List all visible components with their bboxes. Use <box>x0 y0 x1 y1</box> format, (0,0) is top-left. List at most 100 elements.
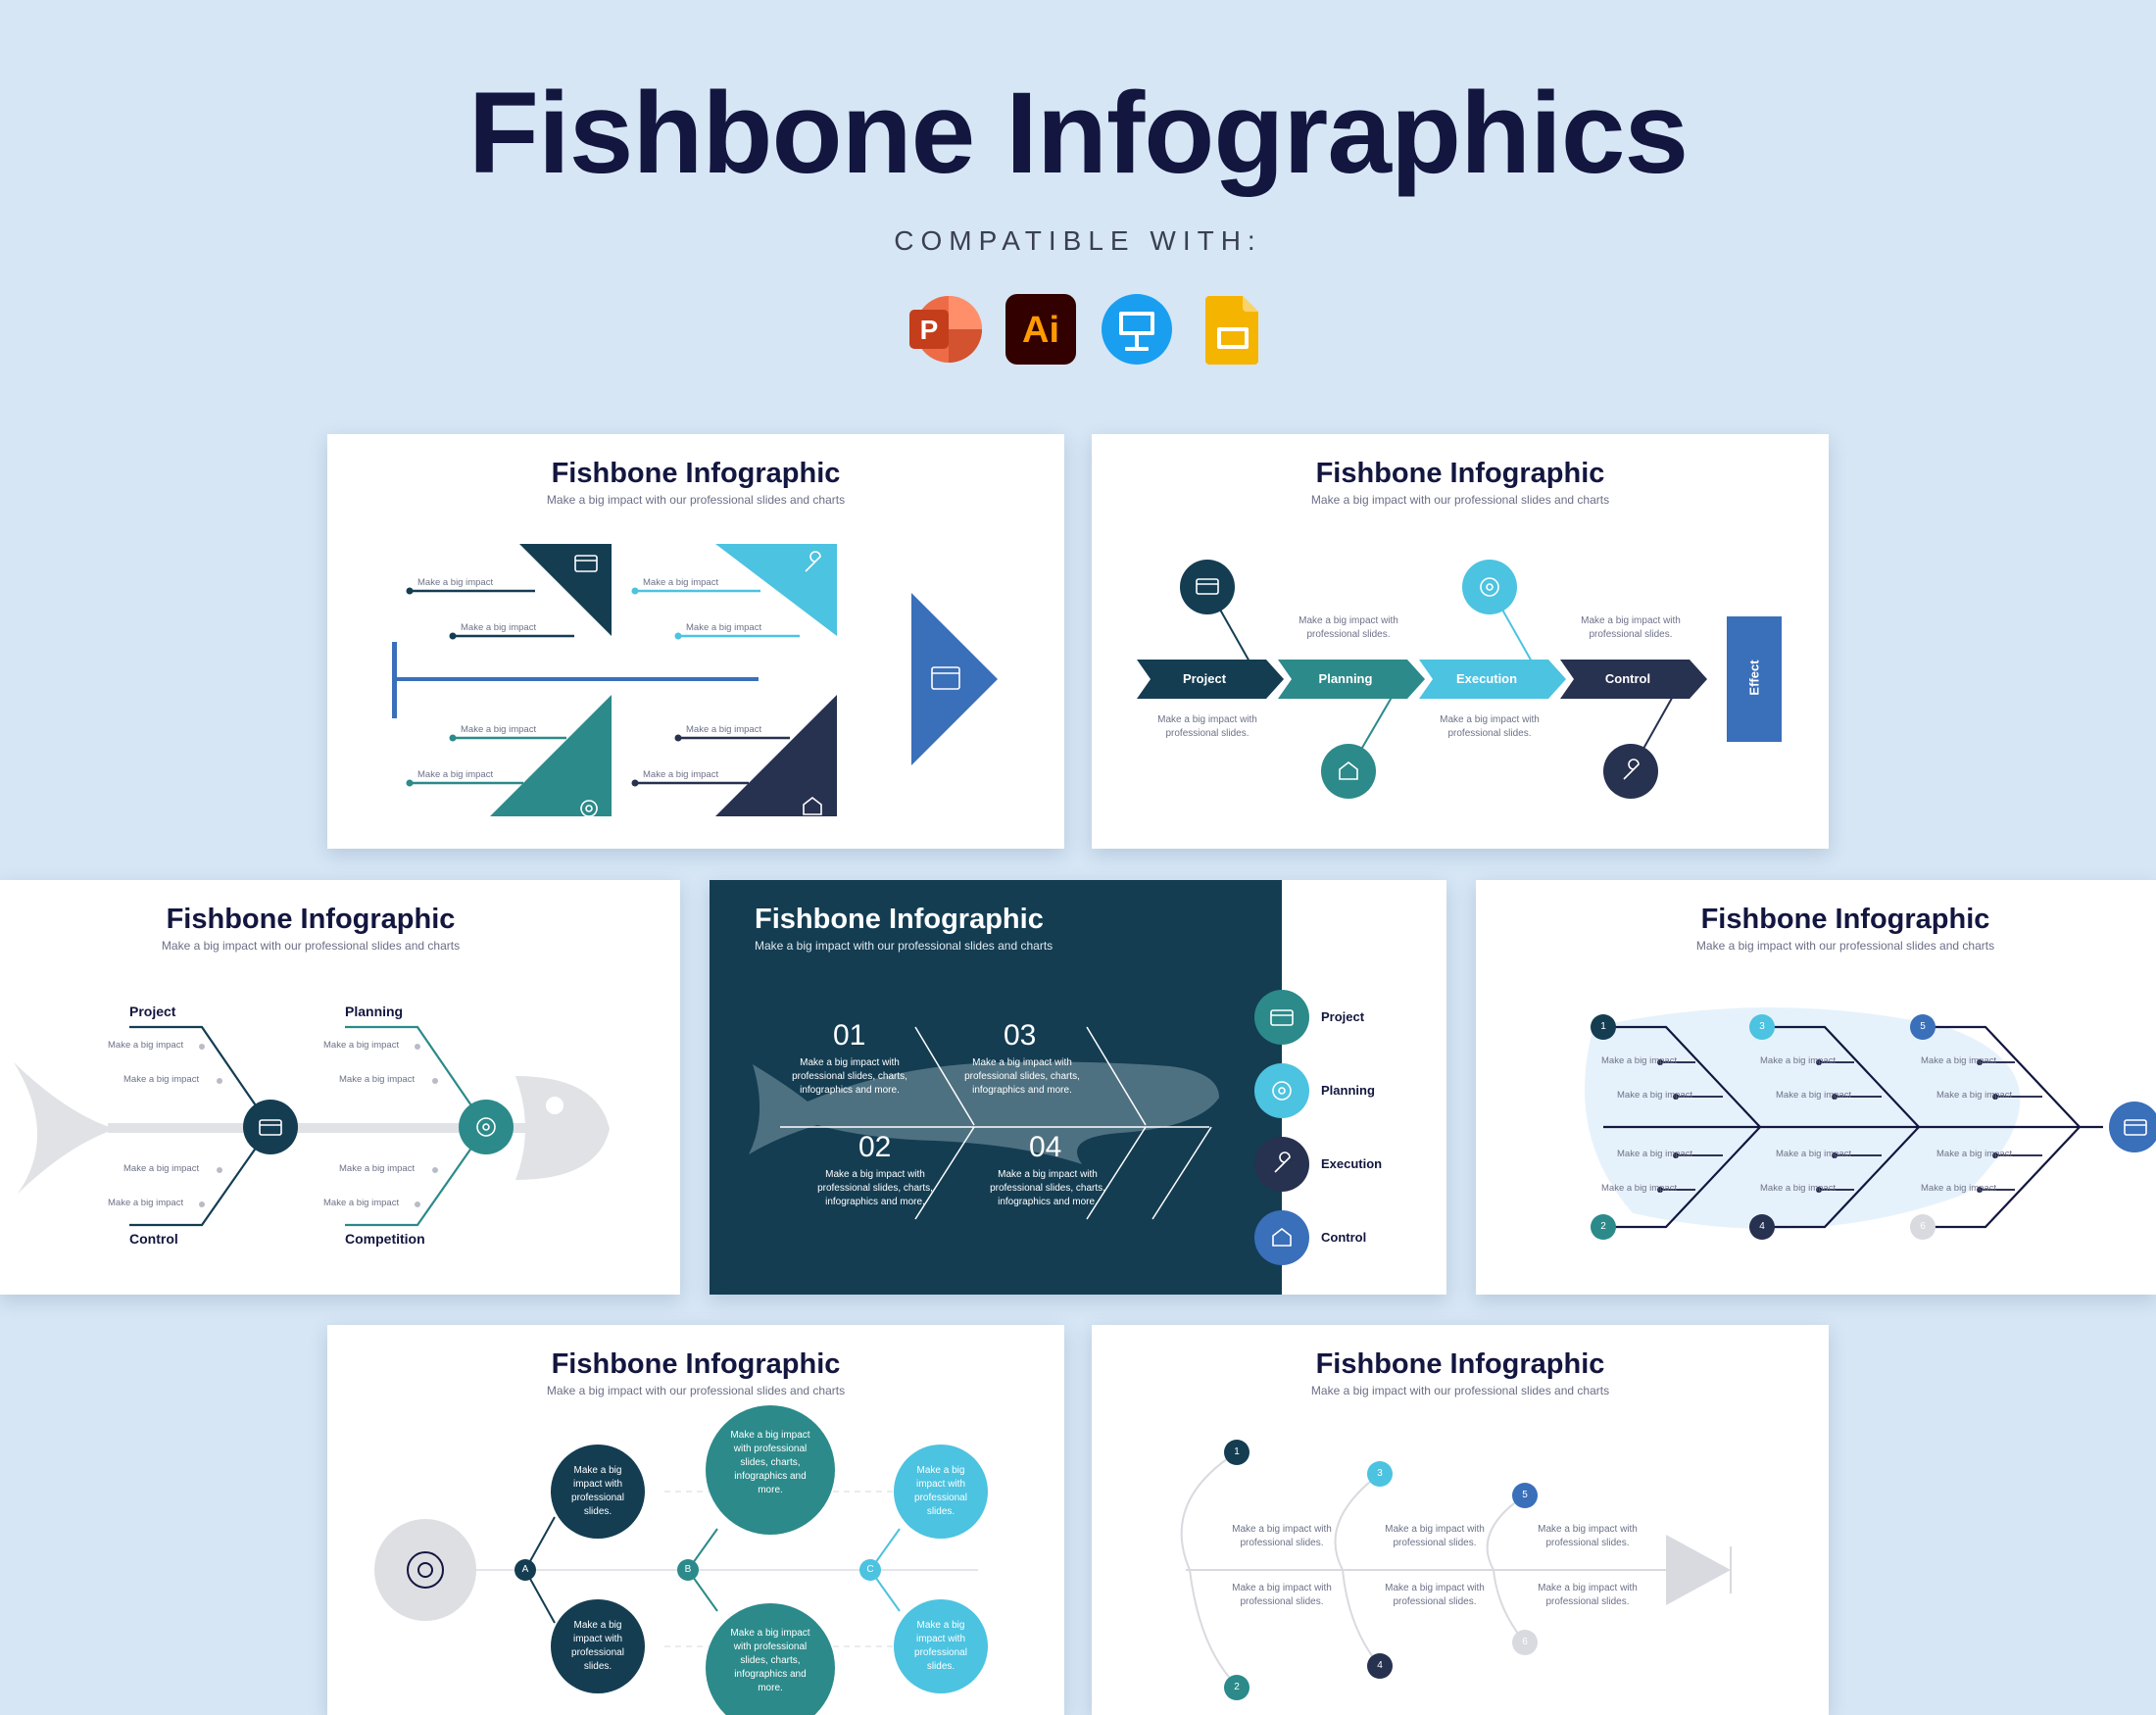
slide-title: Fishbone Infographic <box>755 904 1044 935</box>
number-02: 02 <box>858 1131 892 1163</box>
node-a: A <box>521 1564 529 1575</box>
bone-label: Make a big impact <box>108 1040 184 1051</box>
fish-diagram <box>14 1025 610 1227</box>
description: Make a big impact with professional slid… <box>1538 1583 1638 1607</box>
step-description: Make a big impact with professional slid… <box>1157 714 1257 739</box>
competition-label: Competition <box>345 1231 425 1247</box>
bone-label: Make a big impact <box>1601 1183 1678 1194</box>
circle-diagram <box>374 1405 988 1715</box>
page-title: Fishbone Infographics <box>467 69 1689 198</box>
bone-label: Make a big impact <box>1776 1149 1852 1159</box>
bone-label: Make a big impact <box>339 1163 416 1174</box>
bone-label: Make a big impact <box>108 1198 184 1208</box>
number-04: 04 <box>1029 1131 1062 1163</box>
project-label: Project <box>129 1004 176 1019</box>
step-3: 3 <box>1377 1468 1383 1479</box>
control-label: Control <box>1321 1230 1367 1245</box>
slide-curved-fishbone: Fishbone Infographic Make a big impact w… <box>1092 1325 1829 1715</box>
bone-label: Make a big impact <box>686 622 762 633</box>
step-6: 6 <box>1522 1637 1528 1647</box>
project-label: Project <box>1321 1009 1365 1024</box>
step-2: 2 <box>1234 1682 1240 1692</box>
slide-title: Fishbone Infographic <box>551 1348 841 1380</box>
description: Make a big impact with professional slid… <box>1385 1583 1485 1607</box>
slide-fish-skeleton: Fishbone Infographic Make a big impact w… <box>0 880 680 1295</box>
app-icons: P Ai <box>907 292 1270 367</box>
slide-title: Fishbone Infographic <box>1315 1348 1605 1380</box>
chevron-execution-label: Execution <box>1455 671 1518 686</box>
slide-numbered-fishbone: Fishbone Infographic Make a big impact w… <box>1476 880 2156 1295</box>
chevron-control-label: Control <box>1604 671 1651 686</box>
numbered-diagram <box>1585 1007 2156 1240</box>
effect-label: Effect <box>1746 660 1762 696</box>
number-03: 03 <box>1004 1019 1037 1052</box>
description: Make a big impact with professional slid… <box>817 1169 933 1207</box>
bone-label: Make a big impact <box>686 724 762 735</box>
bone-label: Make a big impact <box>1617 1149 1693 1159</box>
bone-label: Make a big impact <box>123 1163 200 1174</box>
keynote-icon <box>1100 292 1174 367</box>
slide-subtitle: Make a big impact with our professional … <box>161 939 461 953</box>
slide-subtitle: Make a big impact with our professional … <box>1695 939 1995 953</box>
slide-subtitle: Make a big impact with our professional … <box>1310 1384 1610 1397</box>
svg-text:Ai: Ai <box>1022 310 1059 351</box>
step-3: 3 <box>1759 1021 1765 1032</box>
circle-text: Make a big impact with professional slid… <box>571 1620 624 1672</box>
number-01: 01 <box>833 1019 866 1052</box>
bone-label: Make a big impact <box>1601 1055 1678 1066</box>
bone-label: Make a big impact <box>123 1074 200 1085</box>
circle-text: Make a big impact with professional slid… <box>730 1628 810 1693</box>
description: Make a big impact with professional slid… <box>1385 1524 1485 1548</box>
description: Make a big impact with professional slid… <box>792 1057 907 1096</box>
step-6: 6 <box>1920 1221 1926 1232</box>
bone-label: Make a big impact <box>1776 1090 1852 1101</box>
compatible-label: COMPATIBLE WITH: <box>894 225 1262 256</box>
circle-text: Make a big impact with professional slid… <box>914 1620 967 1672</box>
planning-label: Planning <box>1321 1083 1375 1098</box>
slide-title: Fishbone Infographic <box>1315 458 1605 489</box>
planning-label: Planning <box>345 1004 404 1019</box>
bone-label: Make a big impact <box>1921 1055 1997 1066</box>
execution-label: Execution <box>1321 1156 1383 1171</box>
step-2: 2 <box>1600 1221 1606 1232</box>
bone-label: Make a big impact <box>1936 1090 2013 1101</box>
slide-title: Fishbone Infographic <box>166 904 456 935</box>
bone-label: Make a big impact <box>461 724 537 735</box>
fishbone-diagram <box>392 544 998 817</box>
dark-fish-diagram <box>710 880 1309 1295</box>
step-description: Make a big impact with professional slid… <box>1581 615 1681 640</box>
slide-subtitle: Make a big impact with our professional … <box>546 1384 846 1397</box>
description: Make a big impact with professional slid… <box>1232 1583 1332 1607</box>
chevron-planning-label: Planning <box>1318 671 1373 686</box>
bone-label: Make a big impact <box>1936 1149 2013 1159</box>
bone-label: Make a big impact <box>1921 1183 1997 1194</box>
step-description: Make a big impact with professional slid… <box>1440 714 1540 739</box>
bone-label: Make a big impact <box>643 577 719 588</box>
bone-label: Make a big impact <box>323 1198 400 1208</box>
chevron-diagram <box>1137 560 1782 799</box>
step-1: 1 <box>1234 1446 1240 1457</box>
bone-label: Make a big impact <box>417 577 494 588</box>
slide-title: Fishbone Infographic <box>1700 904 1990 935</box>
node-c: C <box>866 1564 874 1575</box>
step-4: 4 <box>1759 1221 1765 1232</box>
step-5: 5 <box>1522 1490 1528 1500</box>
control-label: Control <box>129 1231 178 1247</box>
bone-label: Make a big impact <box>323 1040 400 1051</box>
description: Make a big impact with professional slid… <box>1232 1524 1332 1548</box>
bone-label: Make a big impact <box>643 769 719 780</box>
step-5: 5 <box>1920 1021 1926 1032</box>
powerpoint-icon: P <box>907 292 982 367</box>
slide-subtitle: Make a big impact with our professional … <box>1310 493 1610 507</box>
circle-text: Make a big impact with professional slid… <box>914 1465 967 1517</box>
bone-label: Make a big impact <box>1617 1090 1693 1101</box>
slide-dark-fish: Fishbone Infographic Make a big impact w… <box>710 880 1446 1295</box>
description: Make a big impact with professional slid… <box>990 1169 1105 1207</box>
svg-text:P: P <box>920 315 939 345</box>
slide-title: Fishbone Infographic <box>551 458 841 489</box>
illustrator-icon: Ai <box>1004 292 1078 367</box>
chevron-project-label: Project <box>1182 671 1227 686</box>
node-b: B <box>684 1564 692 1575</box>
bone-label: Make a big impact <box>1760 1183 1837 1194</box>
bone-label: Make a big impact <box>461 622 537 633</box>
